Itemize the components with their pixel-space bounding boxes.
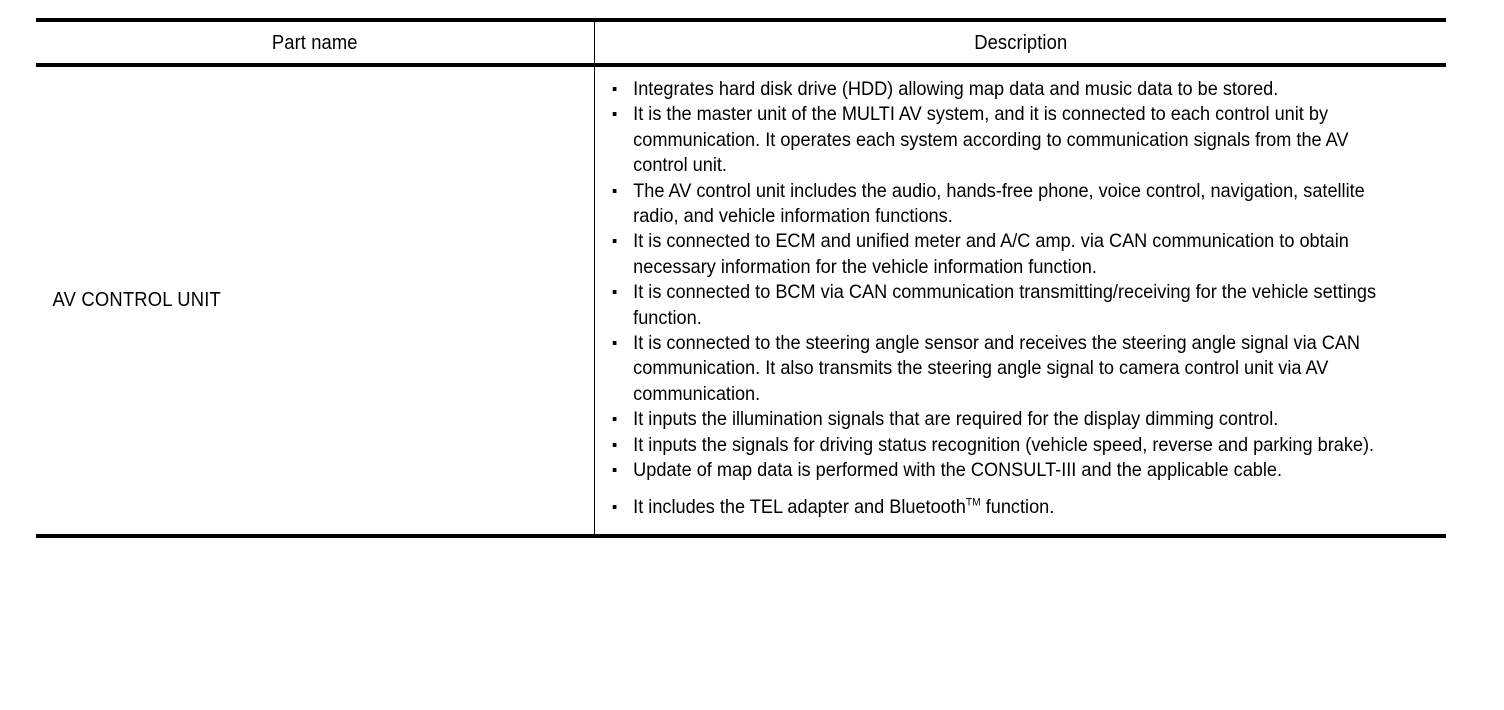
- description-bullet-text: It is connected to BCM via CAN communica…: [632, 281, 1376, 329]
- description-bullet-item: It inputs the signals for driving status…: [609, 433, 1379, 458]
- bullet-dot-icon: [612, 290, 616, 295]
- bullet-dot-icon: [612, 504, 616, 509]
- column-header-description-label: Description: [973, 31, 1067, 54]
- description-bullet-text: It is the master unit of the MULTI AV sy…: [632, 103, 1349, 177]
- column-header-description: Description: [594, 18, 1446, 67]
- description-bullet-list: Integrates hard disk drive (HDD) allowin…: [609, 77, 1437, 520]
- description-bullet-text: It is connected to ECM and unified meter…: [632, 230, 1349, 278]
- bluetooth-text-suffix: function.: [980, 495, 1054, 518]
- cell-description: Integrates hard disk drive (HDD) allowin…: [594, 65, 1447, 538]
- bullet-dot-icon: [612, 468, 616, 473]
- bullet-dot-icon: [612, 112, 616, 117]
- description-bullet-item: The AV control unit includes the audio, …: [609, 179, 1379, 230]
- description-bullet-item: Integrates hard disk drive (HDD) allowin…: [609, 77, 1379, 102]
- description-bullet-item: Update of map data is performed with the…: [609, 458, 1379, 483]
- cell-part-name: AV CONTROL UNIT: [36, 65, 595, 538]
- bullet-dot-icon: [612, 341, 616, 346]
- description-bullet-text: The AV control unit includes the audio, …: [632, 179, 1365, 228]
- description-bullet-text: Integrates hard disk drive (HDD) allowin…: [632, 78, 1278, 100]
- part-description-table: Part name Description AV CONTROL UNIT: [36, 18, 1446, 538]
- description-bullet-item: It is connected to ECM and unified meter…: [609, 229, 1379, 280]
- table-header: Part name Description: [36, 18, 1446, 67]
- table-row: AV CONTROL UNIT Integrates hard disk dri…: [36, 65, 1447, 538]
- part-name-value: AV CONTROL UNIT: [52, 289, 221, 312]
- table-header-row: Part name Description: [36, 18, 1446, 67]
- bullet-dot-icon: [612, 417, 616, 422]
- description-bullet-text: Update of map data is performed with the…: [632, 459, 1282, 482]
- column-header-part-name: Part name: [36, 18, 595, 67]
- description-bullet-text: It is connected to the steering angle se…: [632, 332, 1360, 405]
- description-bullet-item: It is connected to BCM via CAN communica…: [609, 280, 1379, 331]
- description-content: Integrates hard disk drive (HDD) allowin…: [595, 67, 1447, 534]
- bullet-dot-icon: [612, 239, 616, 244]
- description-bullet-item: It inputs the illumination signals that …: [609, 407, 1379, 432]
- column-header-part-name-label: Part name: [271, 31, 358, 54]
- description-bullet-text: It includes the TEL adapter and Bluetoot…: [633, 496, 1054, 518]
- description-bullet-item: It includes the TEL adapter and Bluetoot…: [609, 495, 1379, 520]
- description-bullet-text: It inputs the signals for driving status…: [632, 433, 1374, 456]
- description-bullet-item: It is connected to the steering angle se…: [609, 331, 1379, 407]
- bullet-dot-icon: [612, 442, 616, 447]
- bullet-dot-icon: [612, 87, 616, 91]
- bullet-dot-icon: [612, 188, 616, 193]
- description-bullet-text: It inputs the illumination signals that …: [632, 408, 1278, 431]
- bluetooth-text-prefix: It includes the TEL adapter and Bluetoot…: [632, 495, 966, 518]
- description-bullet-item: It is the master unit of the MULTI AV sy…: [609, 102, 1379, 178]
- trademark-superscript: TM: [965, 496, 981, 508]
- table-body: AV CONTROL UNIT Integrates hard disk dri…: [36, 65, 1447, 538]
